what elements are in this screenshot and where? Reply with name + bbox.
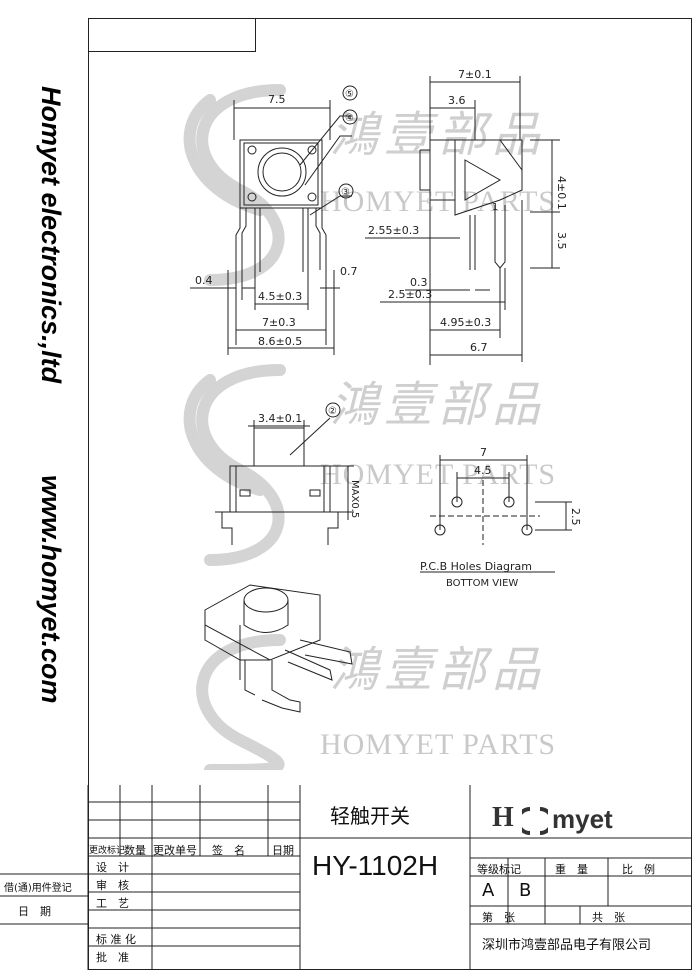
dim-overall: 8.6±0.5 — [258, 335, 302, 348]
callout-3: ③ — [341, 187, 350, 198]
watermark-cn-2: 鴻壹部品 — [330, 377, 547, 433]
dim-lead-gap: 0.7 — [340, 265, 358, 278]
grade-header: 等级标记 — [477, 863, 521, 876]
company-name: 深圳市鸿壹部品电子有限公司 — [482, 938, 652, 953]
dim-lead-w: 0.4 — [195, 274, 213, 287]
watermark-en-2: HOMYET PARTS — [320, 458, 557, 491]
drawing-number-box — [88, 18, 256, 52]
callout-4: ④ — [345, 113, 354, 124]
brand-logo-rest: myet — [552, 804, 613, 834]
iso-body — [204, 584, 321, 661]
row-review: 审 核 — [96, 879, 129, 892]
part-number: HY-1102H — [312, 850, 439, 881]
col-header-change-no: 更改单号 — [153, 844, 197, 857]
dim-pcb-inner: 4.5 — [474, 464, 492, 477]
watermark-cn-1: 鴻壹部品 — [330, 107, 547, 163]
website-side-text: www.homyet.com — [36, 475, 66, 704]
row-process: 工 艺 — [96, 897, 129, 910]
brand-logo-icon — [522, 807, 548, 835]
dim-pcb-row: 2.5 — [569, 508, 582, 526]
dim-side-overall: 6.7 — [470, 341, 488, 354]
side-num: 1 — [492, 202, 498, 213]
dim-stem-w: 3.4±0.1 — [258, 412, 302, 425]
dim-side-offset: 2.55±0.3 — [368, 224, 419, 237]
row-approve: 批 准 — [96, 951, 129, 964]
watermark-cn-3: 鴻壹部品 — [330, 642, 547, 698]
col-header-qty: 数量 — [124, 844, 146, 857]
weight-header: 重 量 — [555, 863, 588, 876]
dim-pcb-outer: 7 — [480, 446, 487, 459]
col-header-change-mark: 更改标记 — [89, 846, 126, 856]
sheet-total: 共 张 — [592, 911, 625, 924]
col-header-date: 日期 — [272, 844, 294, 857]
dim-side-depth: 4.95±0.3 — [440, 316, 491, 329]
side-body — [429, 139, 523, 216]
dim-pitch-outer: 7±0.3 — [262, 316, 296, 329]
product-name: 轻触开关 — [330, 804, 410, 828]
technical-drawing: 7.5 0.4 0.7 4.5±0.3 7±0.3 8.6±0.5 ⑤ ④ ③ … — [190, 68, 582, 713]
dim-max-h: MAX0.5 — [349, 480, 360, 518]
grade-a: A — [482, 880, 495, 901]
brand-logo-h: H — [492, 802, 514, 833]
callout-2: ② — [328, 406, 337, 417]
watermark-en-1: HOMYET PARTS — [320, 185, 557, 218]
watermark-en-3: HOMYET PARTS — [320, 728, 557, 761]
sheet-no: 第 张 — [482, 911, 515, 924]
front-body — [239, 139, 323, 209]
left-label-date: 日 期 — [18, 905, 51, 918]
company-side-text: Homyet electronics.,ltd — [36, 86, 66, 384]
dim-side-lead-w: 0.3 — [410, 276, 428, 289]
left-label-borrow: 借(通)用件登记 — [4, 883, 72, 894]
scale-header: 比 例 — [622, 863, 655, 876]
dim-pitch-inner: 4.5±0.3 — [258, 290, 302, 303]
col-header-sign: 签 名 — [212, 844, 245, 857]
title-block-lines — [0, 785, 692, 970]
dim-top-width: 7.5 — [268, 93, 286, 106]
pcb-subtitle: BOTTOM VIEW — [446, 578, 518, 589]
grade-b: B — [519, 880, 532, 901]
dim-side-height: 4±0.1 — [555, 176, 568, 210]
pcb-title: P.C.B Holes Diagram — [420, 560, 532, 573]
drawing-frame — [88, 18, 692, 970]
dim-side-total: 7±0.1 — [458, 68, 492, 81]
row-design: 设 计 — [96, 861, 129, 874]
callout-5: ⑤ — [345, 89, 354, 100]
dim-side-pitch: 2.5±0.3 — [388, 288, 432, 301]
row-standard: 标 准 化 — [96, 933, 136, 946]
dim-side-lead: 3.5 — [555, 232, 568, 250]
watermark-logo-icon — [183, 84, 286, 770]
dim-side-partial: 3.6 — [448, 94, 466, 107]
